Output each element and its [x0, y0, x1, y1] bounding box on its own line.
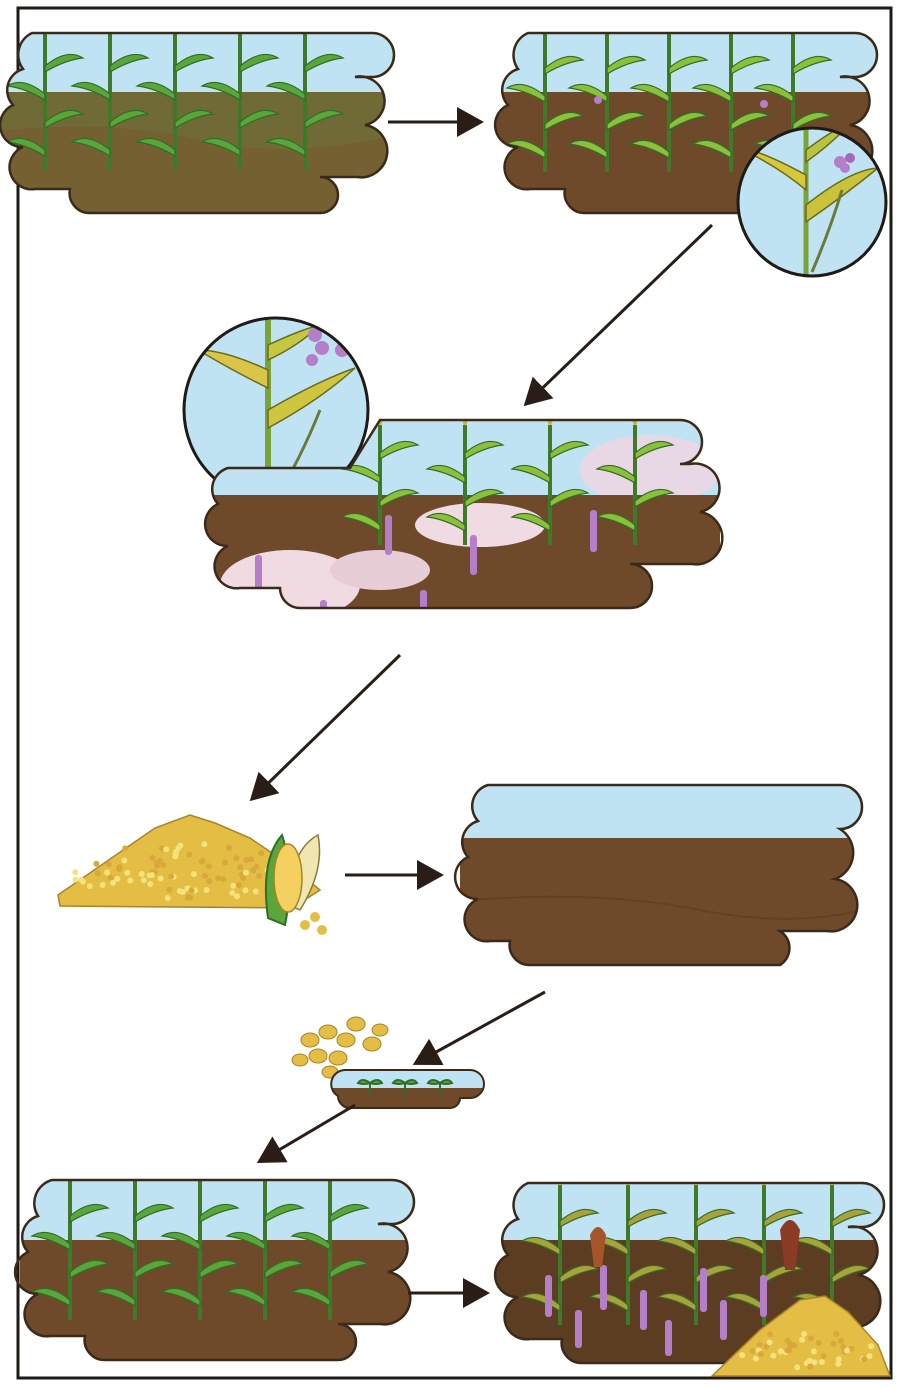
arrow-3	[254, 655, 400, 797]
arrow-6	[262, 1105, 355, 1160]
weed-seeds-and-seedlings	[292, 1017, 490, 1113]
healthy-corn-field	[0, 14, 400, 222]
replanted-corn-field	[15, 1164, 420, 1370]
flow-arrows	[254, 122, 712, 1293]
harvest-grain-pile	[58, 815, 327, 935]
bare-soil-field	[455, 775, 880, 978]
arrow-2	[528, 225, 712, 402]
seed-cluster	[292, 1017, 388, 1078]
arrow-5	[418, 992, 545, 1062]
infested-field-with-harvest	[490, 1169, 890, 1376]
